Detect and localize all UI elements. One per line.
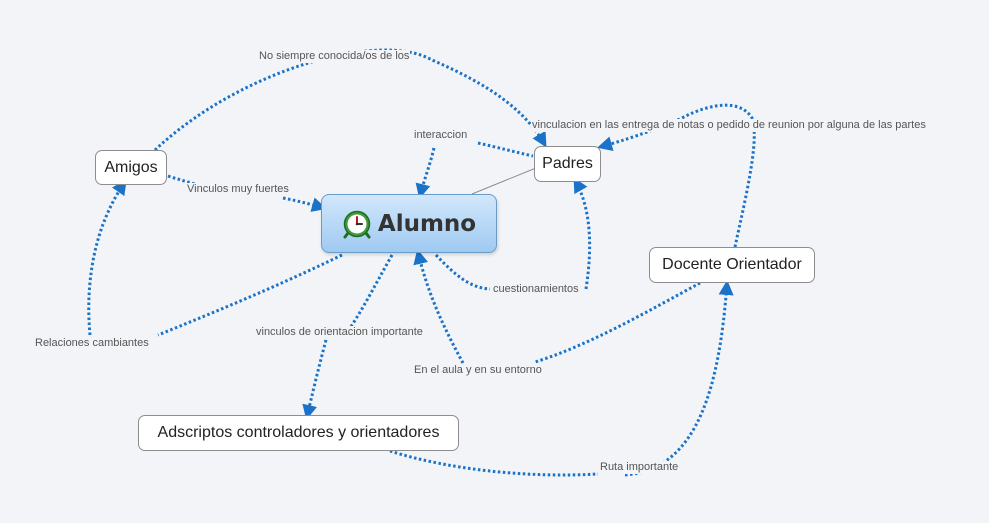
link-label-aula: En el aula y en su entorno: [413, 364, 543, 377]
connector-docente-padres: [597, 103, 756, 248]
connector-amigos-alumno: [167, 174, 324, 208]
connector-interaccion-padres: [477, 141, 534, 158]
link-label-cuestionamientos: cuestionamientos: [492, 283, 580, 296]
node-amigos[interactable]: Amigos: [95, 150, 167, 185]
alarm-clock-icon: [343, 210, 371, 238]
connector-relaciones: [87, 182, 343, 337]
connector-aula-alumno: [413, 249, 465, 364]
connector-amigos-padres: [153, 48, 547, 152]
link-label-vinculacion: vinculacion en las entrega de notas o pe…: [531, 119, 927, 132]
central-node-label: Alumno: [377, 210, 477, 237]
link-label-vinculos-fuertes: Vinculos muy fuertes: [186, 183, 290, 196]
central-node-alumno[interactable]: Alumno: [321, 194, 497, 253]
node-docente-orientador[interactable]: Docente Orientador: [649, 247, 815, 283]
link-label-ruta: Ruta importante: [599, 461, 680, 474]
link-label-no-siempre: No siempre conocida/os de los: [258, 50, 411, 63]
link-label-interaccion: interaccion: [413, 129, 469, 142]
connector-interaccion-alumno: [415, 147, 436, 199]
link-label-relaciones: Relaciones cambiantes: [34, 337, 150, 350]
connector-docente-aula: [534, 281, 701, 364]
node-padres[interactable]: Padres: [534, 146, 601, 182]
connector-cuestionamientos: [434, 180, 592, 291]
node-adscriptos[interactable]: Adscriptos controladores y orientadores: [138, 415, 459, 451]
link-label-orientacion: vinculos de orientacion importante: [255, 326, 424, 339]
connector-alumno-padres-line: [471, 167, 537, 195]
